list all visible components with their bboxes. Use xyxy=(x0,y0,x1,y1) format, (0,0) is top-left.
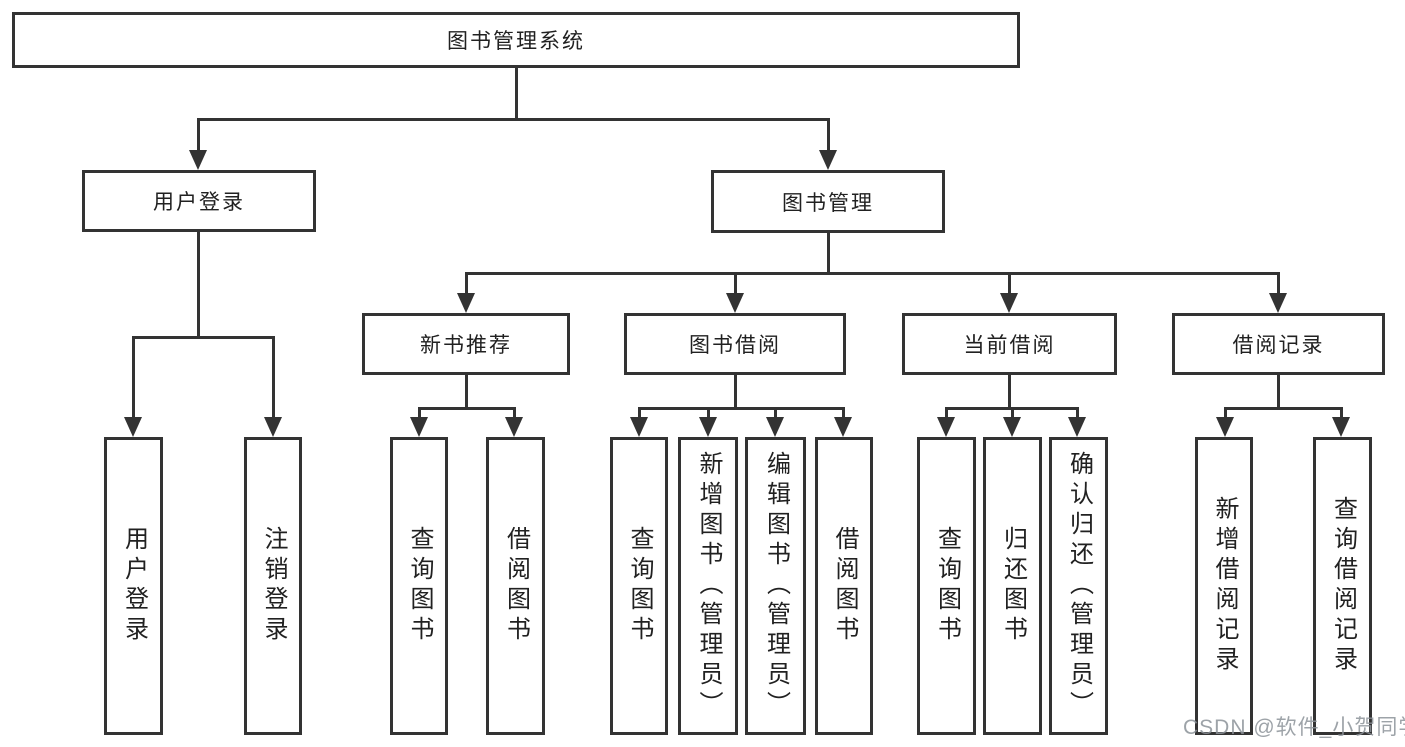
connector-stem xyxy=(734,375,737,410)
connector-bar xyxy=(1224,407,1343,410)
connector-drop xyxy=(1340,407,1343,419)
connector-bar xyxy=(418,407,516,410)
connector-drop xyxy=(197,118,200,152)
connector-drop xyxy=(272,336,275,419)
leaf-edit-books-admin: 编辑图书（管理员） xyxy=(745,437,806,735)
connector-bar xyxy=(197,118,830,121)
arrow-down-icon xyxy=(264,417,282,437)
connector-stem xyxy=(1008,375,1011,410)
leaf-borrow-books-borrowing: 借阅图书 xyxy=(815,437,873,735)
arrow-down-icon xyxy=(726,293,744,313)
node-book-management: 图书管理 xyxy=(711,170,945,233)
node-root: 图书管理系统 xyxy=(12,12,1020,68)
connector-bar xyxy=(638,407,845,410)
leaf-query-books-recommend: 查询图书 xyxy=(390,437,448,735)
connector-stem xyxy=(827,233,830,275)
node-label: 图书管理 xyxy=(782,191,874,215)
node-label: 新书推荐 xyxy=(420,334,512,357)
node-label: 借阅记录 xyxy=(1232,334,1325,357)
leaf-add-books-admin: 新增图书（管理员） xyxy=(678,437,738,735)
connector-stem xyxy=(465,375,468,410)
leaf-label: 查询借阅记录 xyxy=(1329,496,1357,676)
arrow-down-icon xyxy=(766,417,784,437)
connector-stem xyxy=(515,68,518,121)
arrow-down-icon xyxy=(457,293,475,313)
connector-drop xyxy=(418,407,421,419)
arrow-down-icon xyxy=(1003,417,1021,437)
node-label: 当前借阅 xyxy=(963,334,1056,357)
arrow-down-icon xyxy=(505,417,523,437)
connector-stem xyxy=(197,232,200,339)
arrow-down-icon xyxy=(1332,417,1350,437)
arrow-down-icon xyxy=(1216,417,1234,437)
connector-drop xyxy=(1008,272,1011,295)
leaf-return-books: 归还图书 xyxy=(983,437,1042,735)
leaf-label: 编辑图书（管理员） xyxy=(762,451,790,721)
leaf-label: 借阅图书 xyxy=(831,526,858,646)
connector-drop xyxy=(1011,407,1014,419)
leaf-borrow-books-recommend: 借阅图书 xyxy=(486,437,545,735)
connector-drop xyxy=(132,336,135,419)
arrow-down-icon xyxy=(189,150,207,170)
leaf-label: 新增借阅记录 xyxy=(1211,496,1238,676)
leaf-label: 用户登录 xyxy=(120,526,148,646)
arrow-down-icon xyxy=(1068,417,1086,437)
arrow-down-icon xyxy=(630,417,648,437)
leaf-user-login: 用户登录 xyxy=(104,437,163,735)
leaf-confirm-return-admin: 确认归还（管理员） xyxy=(1049,437,1108,735)
leaf-label: 新增图书（管理员） xyxy=(695,451,722,721)
connector-bar xyxy=(465,272,1280,275)
node-borrowing-records: 借阅记录 xyxy=(1172,313,1385,375)
connector-drop xyxy=(513,407,516,419)
connector-drop xyxy=(1224,407,1227,419)
node-book-borrowing: 图书借阅 xyxy=(624,313,846,375)
leaf-query-borrow-record: 查询借阅记录 xyxy=(1313,437,1372,735)
arrow-down-icon xyxy=(1000,293,1018,313)
leaf-label: 注销登录 xyxy=(260,526,287,646)
connector-drop xyxy=(734,272,737,295)
connector-drop xyxy=(1076,407,1079,419)
leaf-label: 确认归还（管理员） xyxy=(1065,451,1093,721)
node-label: 图书借阅 xyxy=(689,334,781,357)
leaf-query-books-current: 查询图书 xyxy=(917,437,976,735)
connector-bar xyxy=(132,336,275,339)
connector-drop xyxy=(1277,272,1280,295)
leaf-label: 查询图书 xyxy=(933,526,961,646)
node-user-login: 用户登录 xyxy=(82,170,316,232)
leaf-label: 查询图书 xyxy=(406,526,433,646)
leaf-label: 归还图书 xyxy=(999,526,1027,646)
leaf-label: 借阅图书 xyxy=(502,526,530,646)
connector-drop xyxy=(707,407,710,419)
node-label: 图书管理系统 xyxy=(447,30,585,53)
connector-drop xyxy=(465,272,468,295)
connector-drop xyxy=(945,407,948,419)
leaf-query-books-borrowing: 查询图书 xyxy=(610,437,668,735)
connector-stem xyxy=(1277,375,1280,410)
connector-drop xyxy=(638,407,641,419)
arrow-down-icon xyxy=(937,417,955,437)
arrow-down-icon xyxy=(124,417,142,437)
arrow-down-icon xyxy=(1269,293,1287,313)
connector-drop xyxy=(842,407,845,419)
arrow-down-icon xyxy=(410,417,428,437)
node-new-book-recommendation: 新书推荐 xyxy=(362,313,570,375)
arrow-down-icon xyxy=(699,417,717,437)
arrow-down-icon xyxy=(819,150,837,170)
connector-drop xyxy=(827,118,830,152)
leaf-label: 查询图书 xyxy=(626,526,653,646)
arrow-down-icon xyxy=(834,417,852,437)
node-label: 用户登录 xyxy=(153,191,245,214)
node-current-borrowing: 当前借阅 xyxy=(902,313,1117,375)
connector-drop xyxy=(774,407,777,419)
leaf-add-borrow-record: 新增借阅记录 xyxy=(1195,437,1253,735)
csdn-watermark: CSDN @软件_小贺同学 xyxy=(1183,716,1405,739)
leaf-logout: 注销登录 xyxy=(244,437,302,735)
